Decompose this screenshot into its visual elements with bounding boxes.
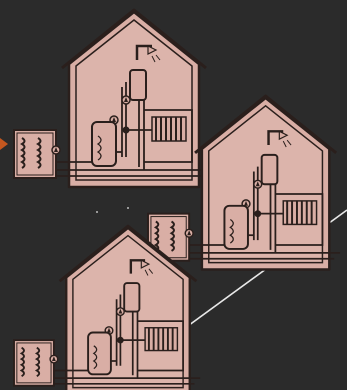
faint-dot bbox=[96, 211, 98, 213]
faint-dot bbox=[127, 207, 129, 209]
